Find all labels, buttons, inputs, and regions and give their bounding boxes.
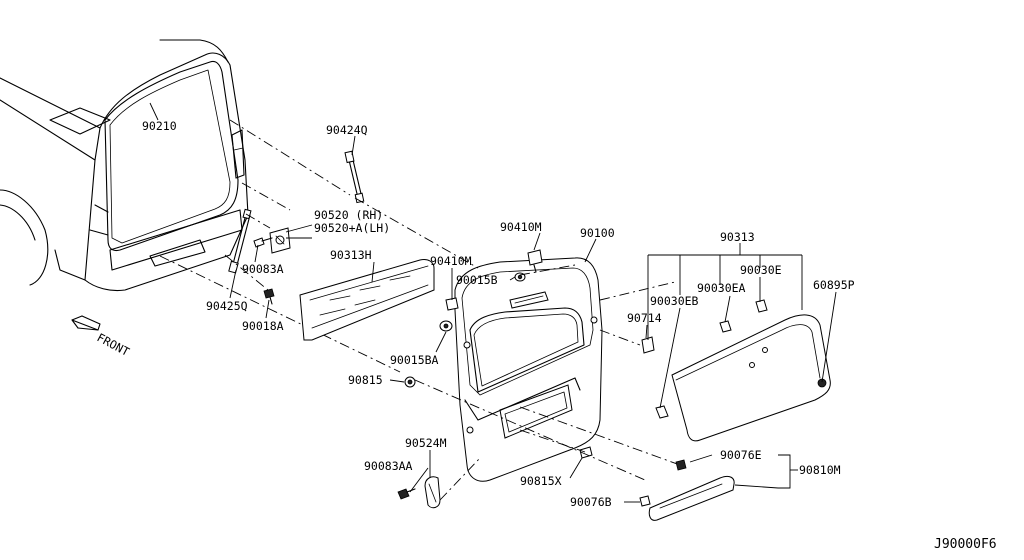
hinge-90030EA: [719, 320, 732, 333]
label-90815X: 90815X: [520, 474, 562, 488]
stay-bracket-60895P: [817, 378, 827, 388]
bolt-90083A: [253, 237, 273, 248]
bumper-90410M: [445, 297, 459, 311]
label-90210: 90210: [142, 119, 177, 133]
clip-90015BA: [439, 320, 453, 332]
label-90424Q: 90424Q: [326, 123, 368, 137]
part-labels: 90210 90424Q 90520 (RH) 90520+A(LH) 9008…: [142, 119, 997, 552]
leader-lines: [149, 102, 837, 503]
label-90015BA: 90015BA: [390, 353, 439, 367]
label-90815: 90815: [348, 373, 383, 387]
back-door-glass-90313: [671, 314, 831, 442]
hinge-90030E: [755, 299, 768, 313]
label-90810M: 90810M: [799, 463, 841, 477]
label-90313H: 90313H: [330, 248, 372, 262]
bumper-90815: [404, 376, 416, 388]
label-90076B: 90076B: [570, 495, 612, 509]
label-90030E: 90030E: [740, 263, 782, 277]
diagram-code: J90000F6: [934, 537, 997, 552]
label-90425Q: 90425Q: [206, 299, 248, 313]
bumper-90410M-top: [527, 249, 543, 273]
bolt-90018A: [263, 288, 275, 305]
label-90410M-top: 90410M: [500, 220, 542, 234]
clip-90076E: [675, 459, 687, 471]
clip-90076B: [639, 495, 651, 507]
assembly-lines-vehicle: [159, 119, 401, 373]
label-90018A: 90018A: [242, 319, 284, 333]
back-door-stay-90424Q: [344, 150, 365, 204]
label-90520-lh: 90520+A(LH): [314, 221, 390, 235]
label-90076E: 90076E: [720, 448, 762, 462]
label-90524M: 90524M: [405, 436, 447, 450]
handle-90524M: [424, 476, 441, 509]
grommet-90714: [641, 336, 655, 354]
assembly-lines-door: [354, 197, 681, 501]
label-90313: 90313: [720, 230, 755, 244]
hinge-90030EB: [655, 405, 669, 419]
label-90030EB: 90030EB: [650, 294, 699, 308]
label-90714: 90714: [627, 311, 662, 325]
bolt-90083AA: [397, 488, 416, 500]
label-90015B: 90015B: [456, 273, 498, 287]
striker-90520: [269, 227, 291, 254]
label-90410M: 90410M: [430, 254, 472, 268]
label-60895P: 60895P: [813, 278, 855, 292]
vehicle-rear-body: [0, 39, 249, 292]
label-90083AA: 90083AA: [364, 459, 413, 473]
label-90100: 90100: [580, 226, 615, 240]
back-door-panel-90100: [454, 257, 603, 482]
front-arrow: FRONT: [71, 315, 132, 359]
back-door-finisher-90313H: [299, 259, 435, 341]
label-90083A: 90083A: [242, 262, 284, 276]
label-90030EA: 90030EA: [697, 281, 746, 295]
garnish-90810M: [648, 475, 735, 521]
front-label: FRONT: [95, 330, 132, 359]
label-90520-rh: 90520 (RH): [314, 208, 383, 222]
